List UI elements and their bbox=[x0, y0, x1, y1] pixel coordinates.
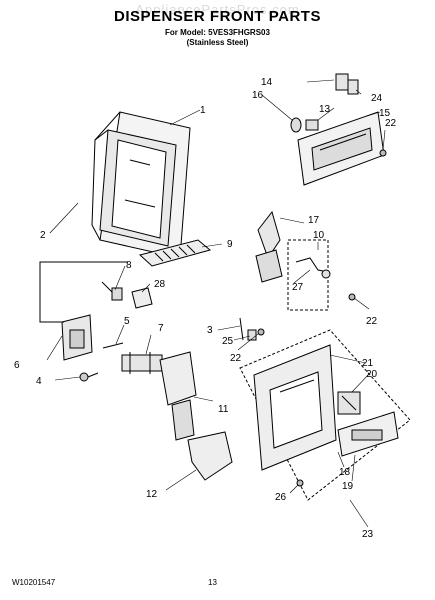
part-4-screw bbox=[79, 372, 99, 382]
callout-6: 6 bbox=[14, 360, 20, 371]
callout-24: 24 bbox=[371, 93, 383, 104]
part-20-board bbox=[337, 391, 361, 415]
part-10-bracket-box bbox=[287, 239, 329, 311]
callout-5: 5 bbox=[124, 316, 130, 327]
page-title: DISPENSER FRONT PARTS bbox=[114, 8, 321, 25]
callout-labels: 1 2 3 4 5 6 7 8 9 10 11 12 13 14 15 16 1… bbox=[14, 77, 397, 540]
leader-lines bbox=[46, 79, 386, 528]
part-3-pin bbox=[239, 317, 244, 341]
callout-15: 15 bbox=[379, 108, 391, 119]
callout-3: 3 bbox=[207, 325, 213, 336]
part-21-frame bbox=[253, 344, 337, 471]
part-22-screw-a bbox=[379, 149, 387, 157]
part-19-panel bbox=[337, 411, 399, 457]
callout-14: 14 bbox=[261, 77, 273, 88]
callout-25: 25 bbox=[222, 336, 234, 347]
part-15-module bbox=[297, 111, 385, 186]
part-11-arm bbox=[159, 351, 197, 441]
callout-11: 11 bbox=[218, 404, 229, 415]
finish-line: (Stainless Steel) bbox=[186, 38, 249, 47]
part-24-clip bbox=[347, 79, 359, 95]
callout-22-top: 22 bbox=[385, 118, 397, 129]
callout-22-mid: 22 bbox=[366, 316, 378, 327]
callout-26: 26 bbox=[275, 492, 287, 503]
callout-7: 7 bbox=[158, 323, 164, 334]
callout-28: 28 bbox=[154, 279, 166, 290]
callout-13: 13 bbox=[319, 104, 331, 115]
part-22-screw-b bbox=[348, 293, 356, 301]
callout-12: 12 bbox=[146, 489, 158, 500]
page-number: 13 bbox=[208, 578, 217, 587]
callout-4: 4 bbox=[36, 376, 42, 387]
callout-8: 8 bbox=[126, 260, 132, 271]
part-7-lever bbox=[121, 352, 163, 374]
callout-18: 18 bbox=[339, 467, 351, 478]
part-26-screw bbox=[296, 479, 304, 487]
part-5-spring bbox=[102, 342, 124, 349]
callout-27: 27 bbox=[292, 282, 304, 293]
callout-10: 10 bbox=[313, 230, 325, 241]
callout-19: 19 bbox=[342, 481, 354, 492]
part-12-paddle bbox=[187, 431, 233, 481]
part-8-actuator bbox=[101, 281, 123, 301]
callout-17: 17 bbox=[308, 215, 320, 226]
part-27-spring bbox=[295, 257, 331, 279]
document-id: W10201547 bbox=[12, 578, 56, 587]
callout-23: 23 bbox=[362, 529, 374, 540]
part-28-cap bbox=[131, 287, 153, 309]
callout-2: 2 bbox=[40, 230, 46, 241]
callout-16: 16 bbox=[252, 90, 264, 101]
model-line: For Model: 5VES3FHGRS03 bbox=[165, 28, 270, 37]
part-13-socket bbox=[305, 119, 319, 131]
callout-21: 21 bbox=[362, 358, 374, 369]
part-14-clip bbox=[335, 73, 349, 91]
part-25-clip bbox=[247, 329, 257, 341]
callout-20: 20 bbox=[366, 369, 378, 380]
part-1-housing bbox=[91, 111, 191, 259]
part-17-lever bbox=[255, 210, 283, 283]
watermark: AppliancePartsPros.com bbox=[135, 2, 300, 17]
part-6-bracket bbox=[39, 261, 128, 361]
callout-9: 9 bbox=[227, 239, 233, 250]
part-9-tray bbox=[138, 239, 212, 267]
part-16-light bbox=[290, 117, 302, 133]
callout-1: 1 bbox=[200, 105, 206, 116]
callout-22-low: 22 bbox=[230, 353, 242, 364]
part-22-screw-c bbox=[257, 328, 265, 336]
